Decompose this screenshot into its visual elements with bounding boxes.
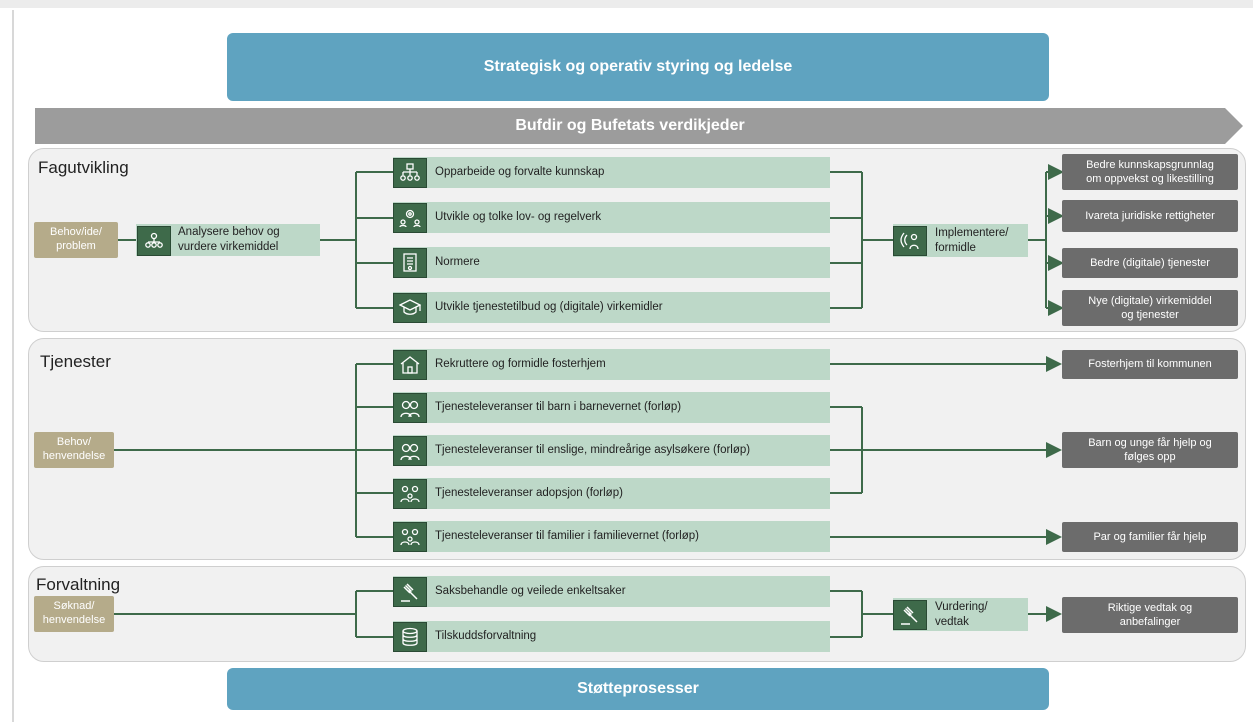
- decision-step-label: Vurdering/ vedtak: [935, 600, 988, 628]
- coins-icon: [393, 622, 427, 652]
- page-left-edge: [12, 10, 14, 722]
- process-enslige-label: Tjenesteleveranser til enslige, mindreår…: [435, 444, 751, 457]
- process-saksbehandle-label: Saksbehandle og veilede enkeltsaker: [435, 585, 626, 598]
- value-chain-label-wrap: Bufdir og Bufetats verdikjeder: [35, 108, 1225, 144]
- strategic-band: Strategisk og operativ styring og ledels…: [227, 33, 1049, 101]
- process-adopsjon-label: Tjenesteleveranser adopsjon (forløp): [435, 487, 623, 500]
- process-enslige: Tjenesteleveranser til enslige, mindreår…: [393, 435, 830, 466]
- gear-people-icon: [393, 203, 427, 233]
- forvaltning-title: Forvaltning: [36, 575, 121, 594]
- page-top-edge: [0, 0, 1253, 8]
- broadcast-person-icon: [893, 226, 927, 256]
- process-familier: Tjenesteleveranser til familier i famili…: [393, 521, 830, 552]
- support-band: Støtteprosesser: [227, 668, 1049, 710]
- family-icon: [393, 522, 427, 552]
- outcome-kunnskapsgrunnlag: Bedre kunnskapsgrunnlag om oppvekst og l…: [1062, 154, 1238, 190]
- tjenester-title: Tjenester: [40, 352, 111, 371]
- outcome-fosterhjem: Fosterhjem til kommunen: [1062, 350, 1238, 379]
- outcome-digitale-tjenester: Bedre (digitale) tjenester: [1062, 248, 1238, 278]
- gavel-icon: [393, 577, 427, 607]
- process-tilskudd-label: Tilskuddsforvaltning: [435, 630, 537, 643]
- analyse-step-label: Analysere behov og vurdere virkemiddel: [178, 226, 280, 253]
- process-utvikle-lov-label: Utvikle og tolke lov- og regelverk: [435, 211, 602, 224]
- process-saksbehandle: Saksbehandle og veilede enkeltsaker: [393, 576, 830, 607]
- family-icon: [393, 479, 427, 509]
- outcome-par-familier: Par og familier får hjelp: [1062, 522, 1238, 552]
- children-icon: [393, 436, 427, 466]
- process-utvikle-tjeneste: Utvikle tjenestetilbud og (digitale) vir…: [393, 292, 830, 323]
- support-band-label: Støtteprosesser: [577, 680, 699, 697]
- process-adopsjon: Tjenesteleveranser adopsjon (forløp): [393, 478, 830, 509]
- process-rekruttere: Rekruttere og formidle fosterhjem: [393, 349, 830, 380]
- forvaltning-input: Søknad/ henvendelse: [34, 596, 114, 632]
- outcome-juridiske-rettigheter: Ivareta juridiske rettigheter: [1062, 200, 1238, 232]
- document-standard-icon: [393, 248, 427, 278]
- value-chain-label: Bufdir og Bufetats verdikjeder: [515, 117, 745, 134]
- process-tilskudd: Tilskuddsforvaltning: [393, 621, 830, 652]
- graduation-cap-icon: [393, 293, 427, 323]
- fagutvikling-title: Fagutvikling: [38, 158, 129, 177]
- process-utvikle-lov: Utvikle og tolke lov- og regelverk: [393, 202, 830, 233]
- process-opparbeide: Opparbeide og forvalte kunnskap: [393, 157, 830, 188]
- knowledge-network-icon: [393, 158, 427, 188]
- process-barn: Tjenesteleveranser til barn i barneverne…: [393, 392, 830, 423]
- fagutvikling-input: Behov/ide/ problem: [34, 222, 118, 258]
- children-icon: [393, 393, 427, 423]
- process-normere: Normere: [393, 247, 830, 278]
- process-opparbeide-label: Opparbeide og forvalte kunnskap: [435, 166, 605, 179]
- process-normere-label: Normere: [435, 256, 480, 269]
- process-utvikle-tjeneste-label: Utvikle tjenestetilbud og (digitale) vir…: [435, 301, 663, 314]
- value-chain-arrow: [35, 108, 1243, 144]
- process-familier-label: Tjenesteleveranser til familier i famili…: [435, 530, 699, 543]
- process-rekruttere-label: Rekruttere og formidle fosterhjem: [435, 358, 606, 371]
- gavel-icon: [893, 600, 927, 630]
- outcome-barn-unge: Barn og unge får hjelp og følges opp: [1062, 432, 1238, 468]
- implement-step-label: Implementere/ formidle: [935, 226, 1009, 254]
- house-icon: [393, 350, 427, 380]
- outcome-riktige-vedtak: Riktige vedtak og anbefalinger: [1062, 597, 1238, 633]
- people-group-icon: [137, 226, 171, 256]
- strategic-band-label: Strategisk og operativ styring og ledels…: [483, 58, 793, 75]
- outcome-nye-virkemiddel: Nye (digitale) virkemiddel og tjenester: [1062, 290, 1238, 326]
- process-barn-label: Tjenesteleveranser til barn i barneverne…: [435, 401, 682, 414]
- tjenester-input: Behov/ henvendelse: [34, 432, 114, 468]
